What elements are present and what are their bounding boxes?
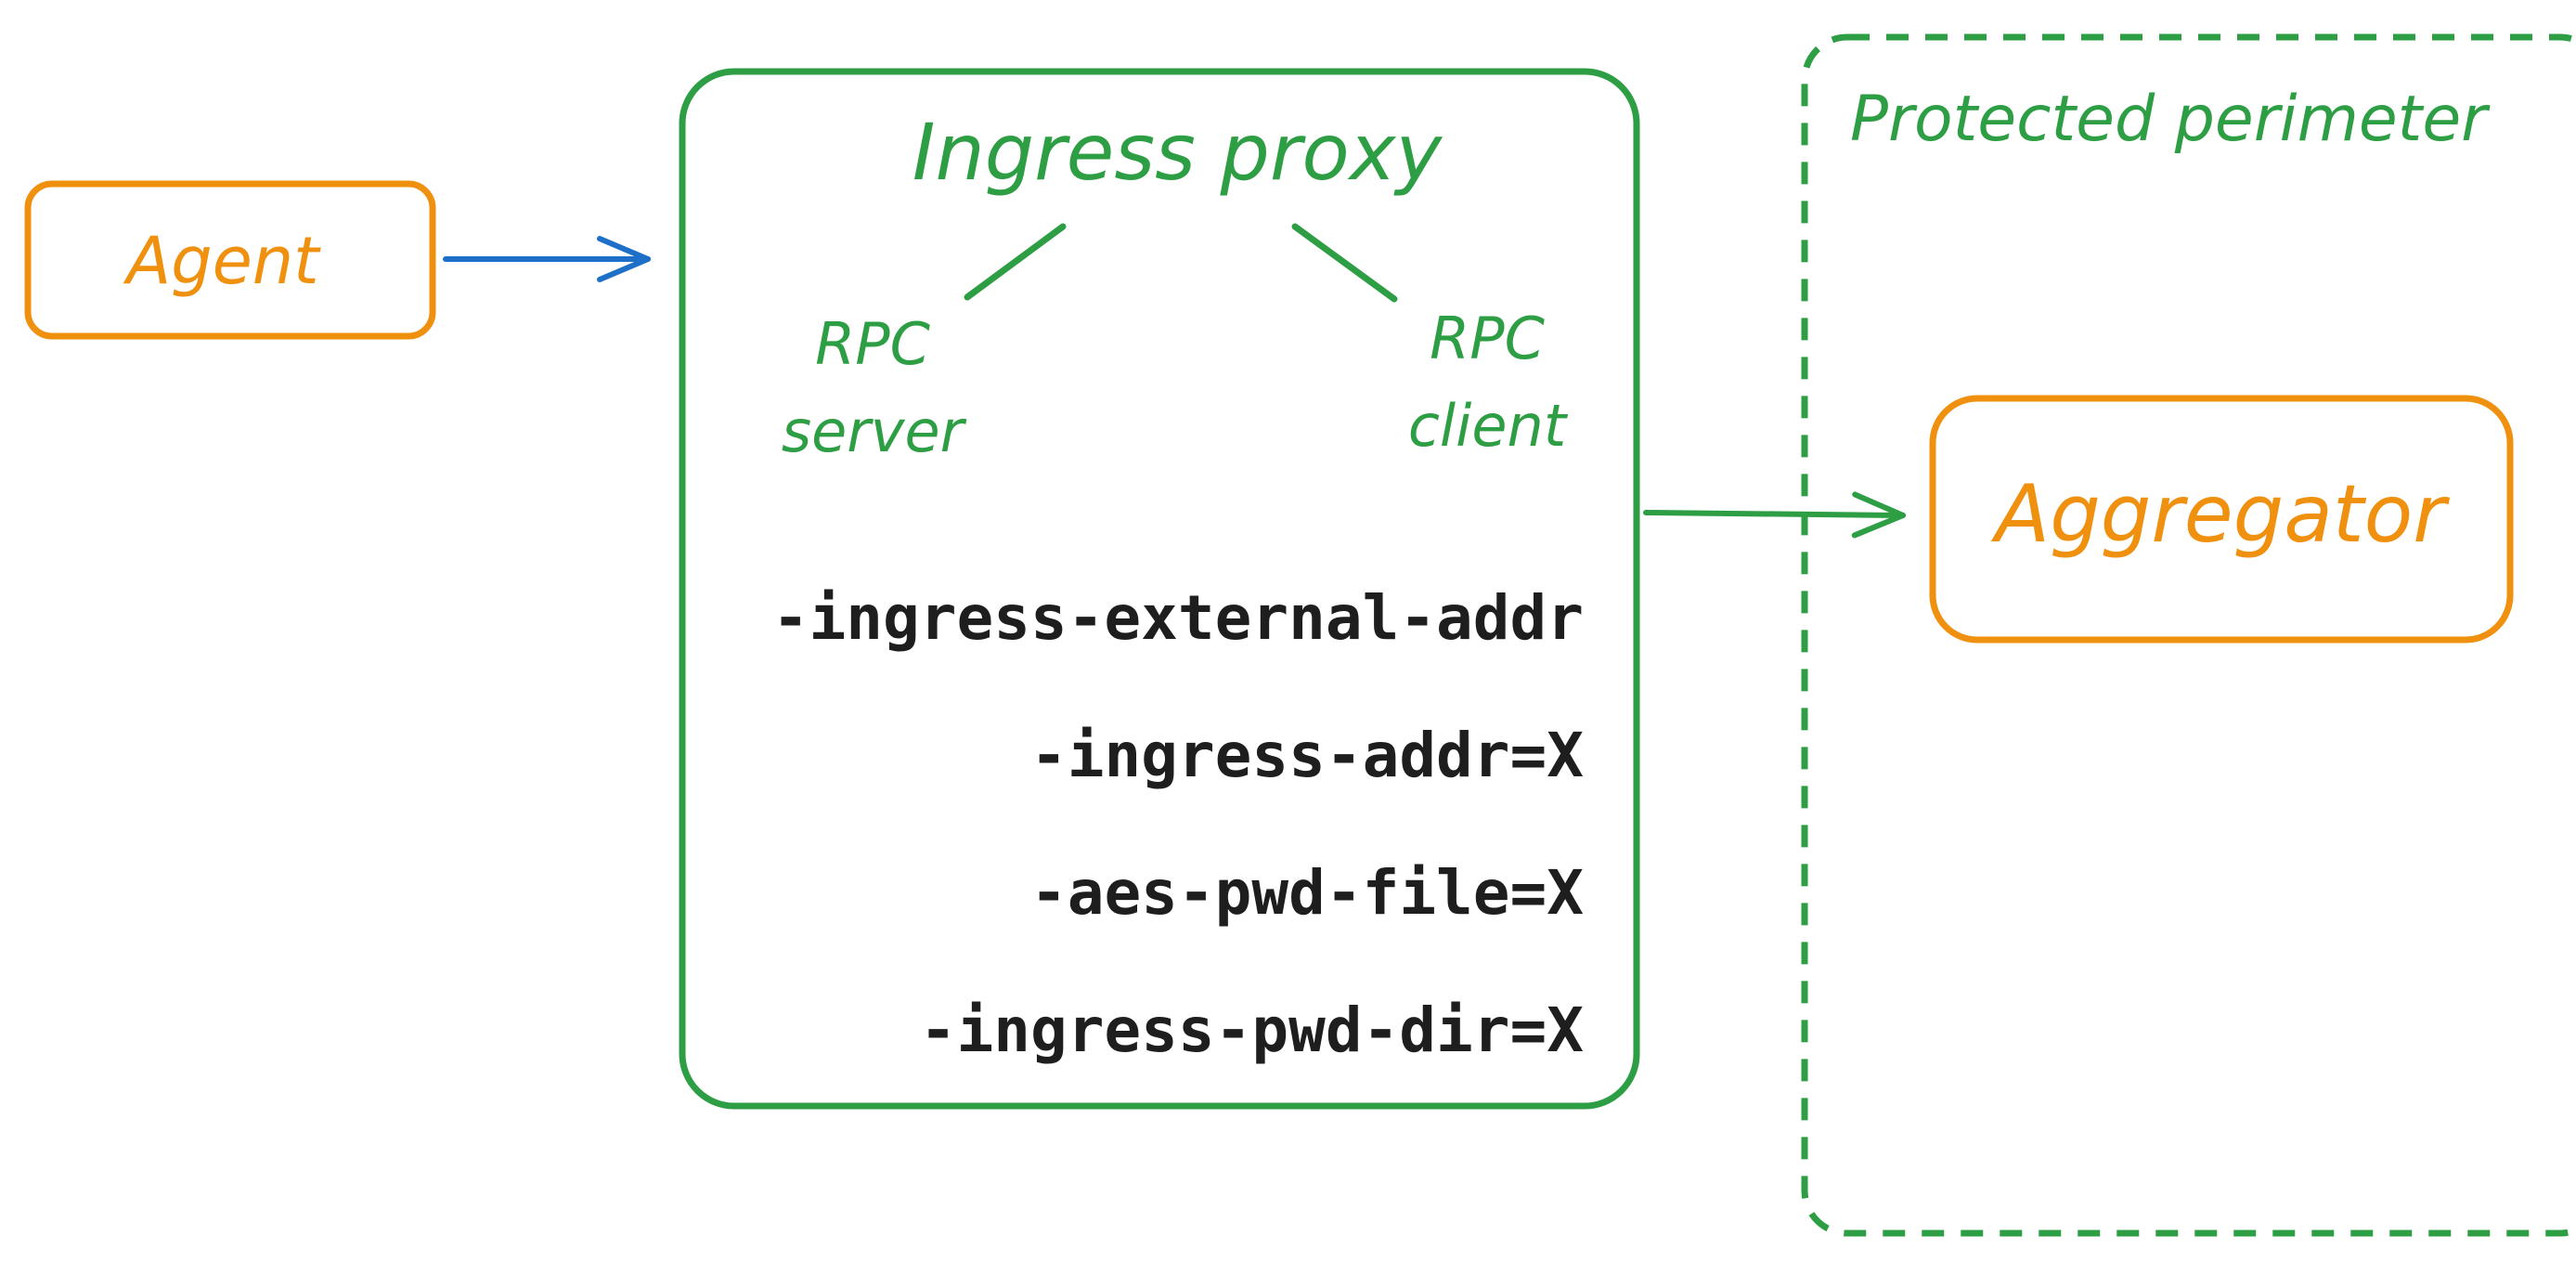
rpc-client-label-line1: RPC (1430, 305, 1545, 372)
rpc-client-label-line2: client (1408, 392, 1569, 460)
aggregator-box (1929, 395, 2514, 644)
rpc-server-label-line2: server (782, 397, 967, 465)
flag-aes-pwd-file: -aes-pwd-file=X (1030, 857, 1584, 929)
agent-box (24, 180, 436, 340)
protected-perimeter-boundary (1801, 33, 2576, 1237)
proxy-to-aggregator-arrow (1643, 491, 1906, 539)
rpc-server-label-line1: RPC (815, 310, 930, 378)
aggregator-label: Aggregator (1990, 468, 2450, 561)
flag-ingress-addr: -ingress-addr=X (1030, 720, 1584, 791)
agent-label: Agent (123, 223, 321, 299)
flag-ingress-pwd-dir: -ingress-pwd-dir=X (920, 995, 1584, 1066)
flag-ingress-external-addr: -ingress-external-addr (772, 582, 1584, 654)
ingress-proxy-title: Ingress proxy (913, 107, 1443, 198)
protected-perimeter-label: Protected perimeter (1850, 83, 2491, 156)
ingress-proxy-box (679, 68, 1640, 1110)
branch-line-server (964, 223, 1067, 301)
branch-line-client (1291, 223, 1398, 303)
